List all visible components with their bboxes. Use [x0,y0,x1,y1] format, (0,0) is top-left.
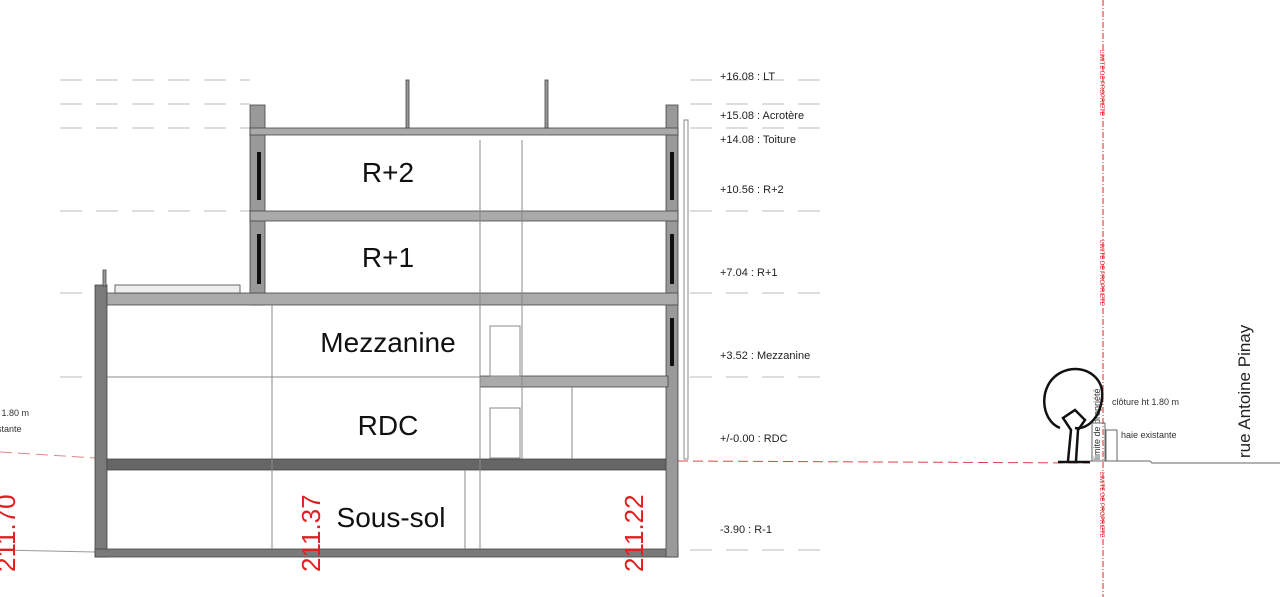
windows [257,152,674,366]
level-label-r2: +10.56 : R+2 [720,184,784,196]
fence-note: clôture ht 1.80 m [1112,397,1179,407]
room-label-sous-sol: Sous-sol [337,502,446,533]
room-label-mezzanine: Mezzanine [320,327,455,358]
hedge-note-left: haie existante [0,424,22,434]
property-limit-small-label: limite de propriété [1092,388,1102,460]
tree-icon [1043,367,1104,464]
hedge-note: haie existante [1121,430,1177,440]
ground-elevation-left: 211.70 [0,494,21,572]
level-label-toiture: +14.08 : Toiture [720,134,796,146]
ground-line-right [677,460,1091,464]
room-label-r1: R+1 [362,242,414,273]
street-name: rue Antoine Pinay [1235,324,1254,458]
ground-elevation-middle: 211.37 [296,494,326,572]
fence-post [1091,422,1106,462]
partitions [107,119,689,549]
hedge-shape [1105,429,1118,462]
street-ground [1090,460,1280,464]
level-label-mezzanine: +3.52 : Mezzanine [720,350,810,362]
level-label-r1: +7.04 : R+1 [720,267,778,279]
ground-elevation-right: 211.22 [619,494,649,572]
structure [94,79,679,558]
property-limit-label: LIMITE DE PROPRIETE [1098,240,1104,306]
room-label-r2: R+2 [362,157,414,188]
property-limit-label: LIMITE DE PROPRIETE [1098,50,1104,116]
fence-note-left: clôture ht 1.80 m [0,408,29,418]
property-limit-label: LIMITE DE PROPRIETE [1098,472,1104,538]
property-limit-labels: LIMITE DE PROPRIETE LIMITE DE PROPRIETE … [1098,50,1104,538]
room-label-rdc: RDC [358,410,419,441]
ground-line-basement [0,549,96,553]
level-label-lt: +16.08 : LT [720,71,775,83]
level-label-acrotere: +15.08 : Acrotère [720,110,804,122]
ground-line-left [0,451,96,459]
level-lines [60,79,830,551]
level-label-r-1: -3.90 : R-1 [720,524,772,536]
level-label-rdc: +/-0.00 : RDC [720,433,788,445]
